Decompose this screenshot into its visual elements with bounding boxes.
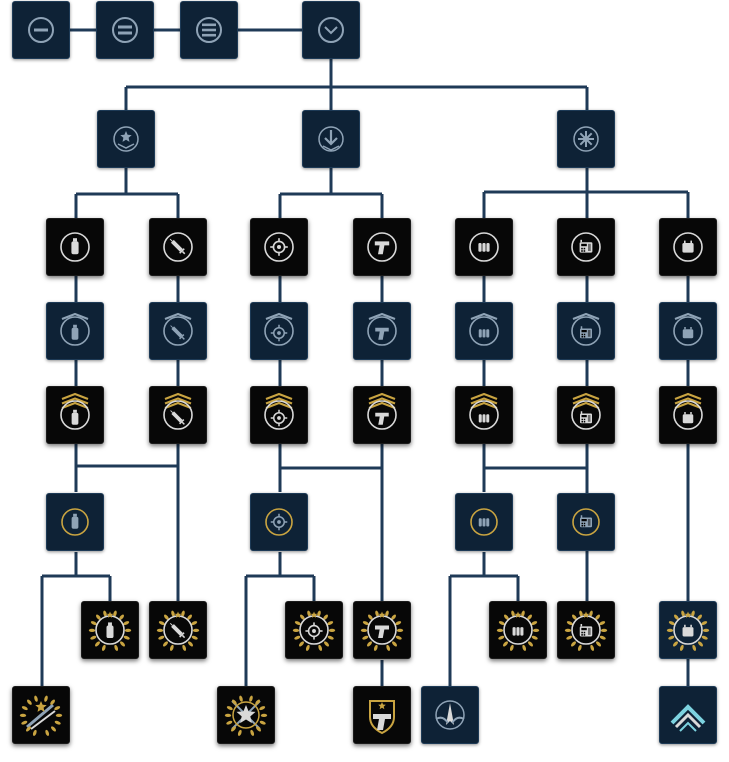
ammo-icon [469,232,499,262]
skill-node-case-rank2[interactable] [659,386,717,444]
bottle-gold-ring-icon [61,508,89,536]
star-weapons-capstone-icon [19,695,63,736]
skill-node-pistol-laurel[interactable] [353,601,411,659]
skill-node-case[interactable] [659,218,717,276]
bottle-laurel-icon [88,610,132,651]
chevron-stack-capstone-icon [670,704,706,732]
skill-node-tier-root[interactable] [302,1,360,59]
skill-node-wing-emblem-capstone[interactable] [421,686,479,744]
down-arrow-emblem-icon [318,126,344,152]
skill-node-radio-rank1[interactable] [557,302,615,360]
bottle-rank2-icon [60,392,90,430]
syringe-icon [163,232,193,262]
skill-node-ammo-gold[interactable] [455,493,513,551]
skill-node-star-crossed-capstone[interactable] [217,686,275,744]
pistol-laurel-icon [360,610,404,651]
burst-emblem-icon [573,126,599,152]
skill-node-crosshair-gold[interactable] [250,493,308,551]
bottle-icon [60,232,90,262]
skill-node-radio[interactable] [557,218,615,276]
triple-bar-circle-icon [196,17,222,43]
skill-node-pistol-rank1[interactable] [353,302,411,360]
skill-node-pistol-shield-capstone[interactable] [353,686,411,744]
skill-node-radio-gold[interactable] [557,493,615,551]
minus-circle-icon [28,17,54,43]
double-bar-circle-icon [112,17,138,43]
skill-node-branch-burst[interactable] [557,110,615,168]
skill-node-syringe-laurel[interactable] [149,601,207,659]
skill-node-crosshair[interactable] [250,218,308,276]
pistol-rank2-icon [367,392,397,430]
crosshair-icon [264,232,294,262]
star-emblem-icon [113,126,139,152]
wing-emblem-capstone-icon [435,700,465,730]
skill-node-branch-star[interactable] [97,110,155,168]
radio-icon [571,232,601,262]
skill-node-syringe-rank1[interactable] [149,302,207,360]
skill-node-tier-1[interactable] [12,1,70,59]
skill-node-chevron-stack-capstone[interactable] [659,686,717,744]
skill-node-radio-rank2[interactable] [557,386,615,444]
syringe-rank1-icon [163,312,193,346]
radio-laurel-icon [564,610,608,651]
skill-node-case-rank1[interactable] [659,302,717,360]
skill-node-crosshair-laurel[interactable] [285,601,343,659]
ammo-rank2-icon [469,392,499,430]
star-crossed-capstone-icon [224,695,268,736]
skill-node-syringe[interactable] [149,218,207,276]
case-rank1-icon [673,312,703,346]
crosshair-gold-ring-icon [265,508,293,536]
radio-gold-ring-icon [572,508,600,536]
skill-node-ammo-rank1[interactable] [455,302,513,360]
skill-node-star-weapons-capstone[interactable] [12,686,70,744]
skill-node-case-laurel[interactable] [659,601,717,659]
crosshair-laurel-icon [292,610,336,651]
skill-node-ammo-rank2[interactable] [455,386,513,444]
skill-node-bottle-gold[interactable] [46,493,104,551]
ammo-rank1-icon [469,312,499,346]
skill-node-ammo-laurel[interactable] [489,601,547,659]
skill-node-pistol[interactable] [353,218,411,276]
bottle-rank1-icon [60,312,90,346]
pistol-shield-capstone-icon [369,700,395,735]
skill-node-tier-3[interactable] [180,1,238,59]
skill-node-bottle[interactable] [46,218,104,276]
syringe-rank2-icon [163,392,193,430]
ammo-gold-ring-icon [470,508,498,536]
syringe-laurel-icon [156,610,200,651]
skill-node-tier-2[interactable] [96,1,154,59]
skill-node-syringe-rank2[interactable] [149,386,207,444]
pistol-rank1-icon [367,312,397,346]
skill-node-crosshair-rank2[interactable] [250,386,308,444]
case-laurel-icon [666,610,710,651]
skill-node-radio-laurel[interactable] [557,601,615,659]
crosshair-rank1-icon [264,312,294,346]
crosshair-rank2-icon [264,392,294,430]
chevron-down-circle-icon [318,17,344,43]
skill-node-crosshair-rank1[interactable] [250,302,308,360]
skill-node-bottle-rank1[interactable] [46,302,104,360]
radio-rank2-icon [571,392,601,430]
skill-node-pistol-rank2[interactable] [353,386,411,444]
case-icon [673,232,703,262]
skill-node-branch-arrow[interactable] [302,110,360,168]
case-rank2-icon [673,392,703,430]
pistol-icon [367,232,397,262]
ammo-laurel-icon [496,610,540,651]
radio-rank1-icon [571,312,601,346]
skill-node-bottle-laurel[interactable] [81,601,139,659]
skill-node-ammo[interactable] [455,218,513,276]
skill-node-bottle-rank2[interactable] [46,386,104,444]
